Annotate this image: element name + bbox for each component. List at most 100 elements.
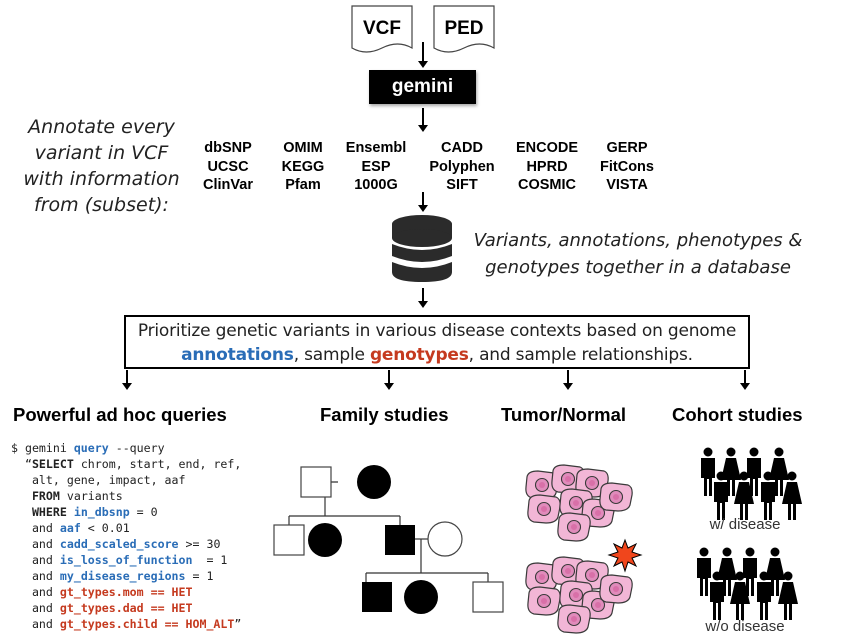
database-caption: Variants, annotations, phenotypes & geno… <box>468 227 808 281</box>
source-item: GERP <box>606 140 648 156</box>
normal-cells <box>526 465 632 541</box>
source-item: HPRD <box>526 158 568 175</box>
code-text: and <box>11 585 60 599</box>
ped-label: PED <box>444 18 484 39</box>
ped-file: PED <box>432 4 496 54</box>
query-code-block: $ gemini query --query “SELECT chrom, st… <box>11 440 241 632</box>
annotate-note: Annotate every variant in VCF with infor… <box>14 114 189 218</box>
code-genotype-filter: gt_types.dad == HET <box>59 601 193 615</box>
code-line: and cadd_scaled_score >= 30 <box>11 536 241 552</box>
female-affected <box>404 580 438 614</box>
code-text: --query <box>108 441 165 455</box>
code-genotype-filter: gt_types.child == HOM_ALT <box>59 617 235 631</box>
female-affected <box>308 523 342 557</box>
code-text: chrom, start, end, ref, <box>73 457 242 471</box>
code-text: = 1 <box>185 569 214 583</box>
text-part: , and sample relationships. <box>468 345 693 365</box>
text-part: , sample <box>293 345 370 365</box>
source-item: ClinVar <box>203 177 253 193</box>
arrow-down <box>418 192 428 212</box>
annotate-note-line: variant in VCF <box>34 142 169 164</box>
source-item: Ensembl <box>345 140 407 156</box>
vcf-file: VCF <box>350 4 414 54</box>
annotate-note-line: with information <box>23 168 180 190</box>
male-unaffected <box>273 524 305 556</box>
code-line: “SELECT chrom, start, end, ref, <box>11 456 241 472</box>
source-item: ENCODE <box>515 140 579 156</box>
source-item: dbSNP <box>204 140 252 156</box>
tumor-cells <box>526 557 632 633</box>
arrow-down <box>122 370 132 390</box>
code-line: and is_loss_of_function = 1 <box>11 552 241 568</box>
database-icon <box>392 215 452 282</box>
arrow-down <box>418 288 428 308</box>
code-text: $ gemini <box>11 441 74 455</box>
tumor-normal-illustration <box>520 445 643 635</box>
male-affected <box>385 525 415 555</box>
code-field: cadd_scaled_score <box>59 537 179 551</box>
code-text: and <box>11 617 60 631</box>
source-item: FitCons <box>600 158 654 175</box>
arrow-down <box>740 370 750 390</box>
cohort-label-without-disease: w/o disease <box>705 618 785 635</box>
source-item: CADD <box>441 140 483 156</box>
queries-title: Powerful ad hoc queries <box>13 404 227 425</box>
caption-line: genotypes together in a database <box>485 257 791 278</box>
prioritize-line1: Prioritize genetic variants in various d… <box>137 321 737 341</box>
code-text: ” <box>234 617 242 631</box>
prioritize-line2: annotations, sample genotypes, and sampl… <box>126 343 748 367</box>
gemini-box: gemini <box>369 70 476 104</box>
cohort-illustration <box>690 440 830 630</box>
code-text: “ <box>11 457 32 471</box>
source-column: Ensembl ESP 1000G <box>340 139 412 195</box>
pedigree-chart <box>273 465 504 614</box>
source-column: OMIM KEGG Pfam <box>273 139 333 195</box>
source-column: CADD Polyphen SIFT <box>424 139 500 195</box>
code-text: variants <box>59 489 123 503</box>
code-text: and <box>11 521 60 535</box>
code-text: and <box>11 601 60 615</box>
code-text <box>11 505 32 519</box>
annotate-note-line: from (subset): <box>34 194 169 216</box>
code-keyword: FROM <box>31 489 60 503</box>
vcf-label: VCF <box>363 18 401 39</box>
arrow-down <box>563 370 573 390</box>
people-without-disease-icon <box>697 548 798 621</box>
cohort-title: Cohort studies <box>672 404 803 425</box>
source-item: SIFT <box>446 177 478 193</box>
source-item: Pfam <box>285 177 321 193</box>
code-line: alt, gene, impact, aaf <box>11 472 241 488</box>
document-icon <box>433 5 495 53</box>
source-item: ESP <box>361 158 391 175</box>
male-affected <box>362 582 392 612</box>
keyword-genotypes: genotypes <box>369 345 469 365</box>
code-text: and <box>11 537 60 551</box>
source-column: dbSNP UCSC ClinVar <box>196 139 260 195</box>
male-unaffected <box>300 466 332 498</box>
arrow-down <box>384 370 394 390</box>
source-item: OMIM <box>283 140 323 156</box>
caption-line: Variants, annotations, phenotypes & <box>473 230 803 251</box>
code-line: and gt_types.mom == HET <box>11 584 241 600</box>
code-field: in_dbsnp <box>73 505 130 519</box>
code-text: >= 30 <box>178 537 221 551</box>
code-text: = 0 <box>129 505 158 519</box>
code-line: and gt_types.dad == HET <box>11 600 241 616</box>
code-keyword: WHERE <box>31 505 67 519</box>
code-field: query <box>73 441 109 455</box>
code-line: and gt_types.child == HOM_ALT” <box>11 616 241 632</box>
source-item: VISTA <box>606 177 648 193</box>
female-affected <box>357 465 391 499</box>
code-text <box>11 489 32 503</box>
code-line: $ gemini query --query <box>11 440 241 456</box>
code-text <box>67 505 74 519</box>
mutation-star-icon <box>607 538 643 573</box>
code-text: < 0.01 <box>80 521 130 535</box>
people-with-disease-icon <box>701 448 802 521</box>
source-item: UCSC <box>207 158 249 175</box>
source-item: KEGG <box>281 158 325 175</box>
code-keyword: SELECT <box>31 457 74 471</box>
source-item: 1000G <box>354 177 398 193</box>
code-text: and <box>11 553 60 567</box>
code-genotype-filter: gt_types.mom == HET <box>59 585 193 599</box>
